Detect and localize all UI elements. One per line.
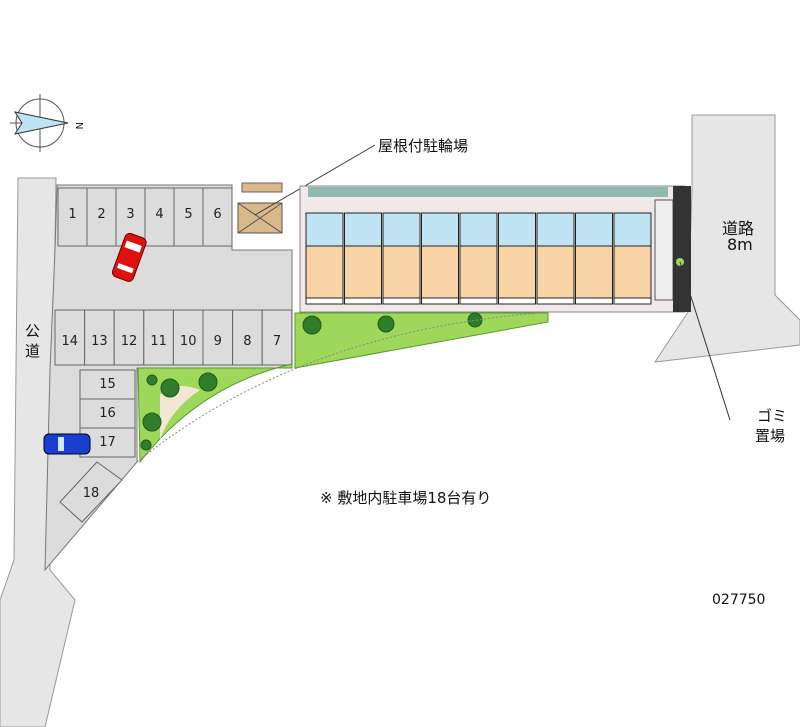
garden-strip	[294, 312, 549, 369]
red-car-icon	[111, 232, 147, 282]
apartment-unit	[344, 212, 382, 305]
parking-space-number: 5	[184, 207, 192, 222]
garden-path	[160, 386, 200, 440]
parking-space-5: 5	[173, 187, 204, 247]
parking-space-number: 6	[213, 207, 221, 222]
road-left-label-2: 道	[25, 342, 41, 360]
parking-space-number: 17	[99, 435, 116, 450]
apartment-unit	[536, 212, 575, 305]
property-code: 027750	[712, 592, 766, 608]
apartment-unit	[613, 212, 652, 305]
parking-space-number: 2	[97, 207, 105, 222]
parking-space-16: 16	[79, 398, 136, 429]
parking-space-number: 11	[150, 334, 167, 349]
parking-space-18: 18	[59, 461, 123, 523]
bike-shed-icon	[237, 182, 283, 234]
parking-space-number: 15	[99, 377, 116, 392]
parking-column: 15 16 17	[79, 369, 136, 458]
apartment-unit	[421, 212, 459, 305]
road-right-width: 8m	[727, 235, 753, 254]
garbage-leader-line	[679, 261, 731, 421]
parking-space-6: 6	[202, 187, 233, 247]
parking-space-2: 2	[86, 187, 117, 247]
parking-space-number: 16	[99, 406, 116, 421]
parking-space-number: 1	[68, 207, 76, 222]
parking-space-1: 1	[57, 187, 88, 247]
parking-space-number: 3	[126, 207, 134, 222]
apartment-unit	[305, 212, 344, 305]
garbage-label-1: ゴミ	[757, 407, 788, 425]
parking-row-middle: 14 13 12 11 10 9 8 7	[54, 309, 293, 366]
bike-parking-label: 屋根付駐輪場	[378, 137, 469, 155]
parking-row-top: 1 2 3 4 5 6	[57, 187, 233, 247]
parking-space-7: 7	[261, 309, 293, 366]
parking-space-12: 12	[113, 309, 145, 366]
parking-space-number: 7	[273, 334, 281, 349]
apartment-unit	[498, 212, 536, 305]
garbage-label-2: 置場	[755, 427, 786, 445]
stairs	[654, 199, 674, 301]
parking-space-9: 9	[202, 309, 234, 366]
parking-space-number: 12	[121, 334, 138, 349]
parking-space-number: 9	[214, 334, 222, 349]
wall	[673, 186, 691, 312]
blue-car-icon	[43, 433, 91, 455]
parking-space-14: 14	[54, 309, 86, 366]
tree-icons	[140, 312, 483, 451]
parking-note: ※ 敷地内駐車場18台有り	[320, 489, 492, 507]
svg-text:N: N	[73, 122, 84, 129]
road-right-label: 道路	[722, 219, 755, 238]
road-left-label-1: 公	[25, 322, 41, 340]
parking-space-15: 15	[79, 369, 136, 400]
parking-space-number: 14	[62, 334, 79, 349]
site-boundary	[136, 297, 656, 463]
parking-space-number: 4	[155, 207, 163, 222]
compass-icon: N	[10, 94, 84, 152]
svg-text:18: 18	[83, 486, 100, 501]
parking-space-10: 10	[172, 309, 204, 366]
building-units	[305, 212, 652, 305]
parking-space-11: 11	[143, 309, 174, 366]
parking-space-number: 10	[180, 334, 197, 349]
parking-space-4: 4	[144, 187, 175, 247]
parking-space-13: 13	[84, 309, 115, 366]
bike-shed-leader-line	[254, 144, 376, 216]
parking-space-number: 13	[91, 334, 108, 349]
parking-space-8: 8	[232, 309, 263, 366]
building-roof-edge	[308, 187, 668, 197]
apartment-unit	[382, 212, 421, 305]
apartment-unit	[575, 212, 613, 305]
parking-space-number: 8	[243, 334, 251, 349]
apartment-unit	[459, 212, 498, 305]
